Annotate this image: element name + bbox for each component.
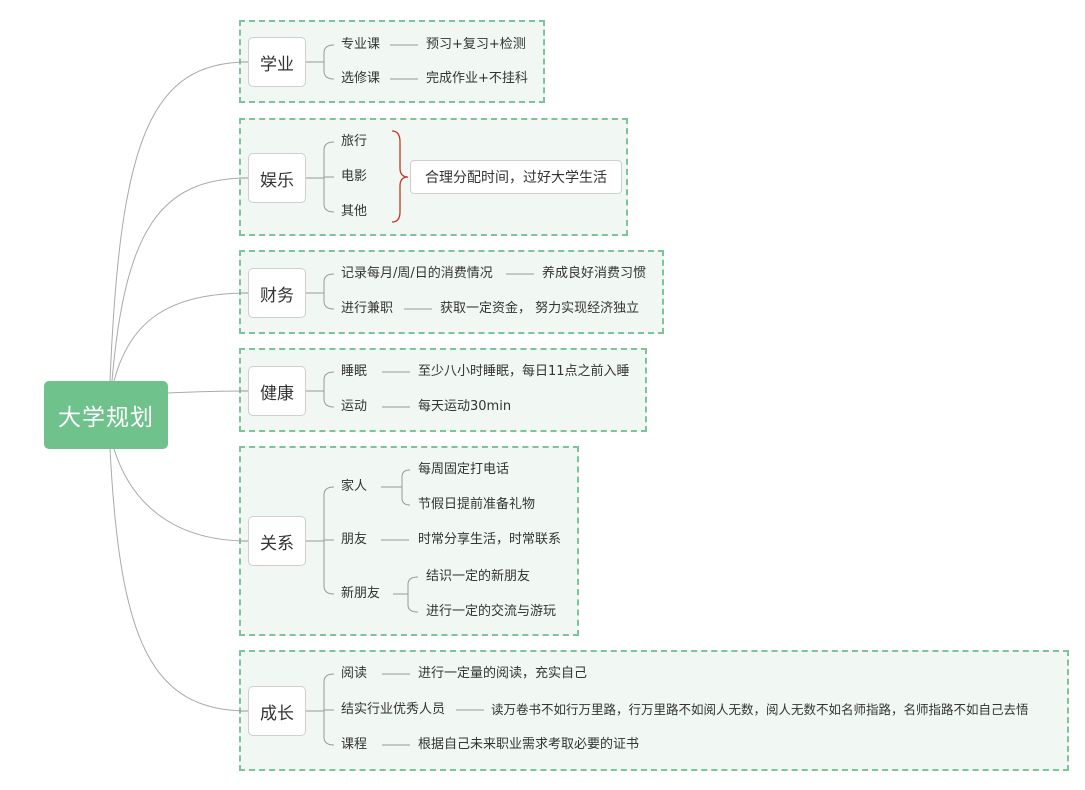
- topic-relations[interactable]: 关系: [248, 516, 306, 566]
- topic-fun[interactable]: 娱乐: [248, 153, 306, 203]
- relations-friends-detail[interactable]: 时常分享生活，时常联系: [418, 532, 562, 547]
- group-health: [239, 348, 647, 432]
- health-item-label[interactable]: 睡眠: [341, 364, 368, 379]
- money-item-detail[interactable]: 获取一定资金， 努力实现经济独立: [440, 301, 640, 316]
- relations-new-friends-detail[interactable]: 结识一定的新朋友: [426, 569, 531, 584]
- group-growth: [239, 650, 1069, 771]
- study-item-label[interactable]: 专业课: [341, 37, 381, 52]
- relations-new-friends-label[interactable]: 新朋友: [341, 586, 381, 601]
- money-item-label[interactable]: 记录每月/周/日的消费情况: [341, 266, 493, 281]
- growth-item-label[interactable]: 结实行业优秀人员: [341, 702, 446, 717]
- topic-money[interactable]: 财务: [248, 268, 306, 318]
- fun-summary[interactable]: 合理分配时间，过好大学生活: [410, 160, 622, 194]
- study-item-label[interactable]: 选修课: [341, 71, 381, 86]
- health-item-label[interactable]: 运动: [341, 399, 368, 414]
- relations-family-detail[interactable]: 节假日提前准备礼物: [418, 497, 536, 512]
- growth-item-label[interactable]: 阅读: [341, 666, 368, 681]
- relations-new-friends-detail[interactable]: 进行一定的交流与游玩: [426, 604, 557, 619]
- money-item-detail[interactable]: 养成良好消费习惯: [542, 266, 647, 281]
- study-item-detail[interactable]: 预习+复习+检测: [426, 37, 526, 52]
- growth-item-detail[interactable]: 进行一定量的阅读，充实自己: [418, 666, 588, 681]
- relations-friends-label[interactable]: 朋友: [341, 532, 368, 547]
- root-topic[interactable]: 大学规划: [44, 381, 168, 449]
- topic-growth[interactable]: 成长: [248, 686, 306, 736]
- health-item-detail[interactable]: 每天运动30min: [418, 399, 512, 414]
- growth-item-detail[interactable]: 读万卷书不如行万里路，行万里路不如阅人无数，阅人无数不如名师指路，名师指路不如自…: [491, 702, 1029, 717]
- group-money: [239, 250, 664, 334]
- money-item-label[interactable]: 进行兼职: [341, 301, 394, 316]
- fun-item-label[interactable]: 电影: [341, 169, 368, 184]
- relations-family-label[interactable]: 家人: [341, 479, 368, 494]
- fun-item-label[interactable]: 其他: [341, 204, 368, 219]
- topic-health[interactable]: 健康: [248, 366, 306, 416]
- fun-item-label[interactable]: 旅行: [341, 134, 368, 149]
- topic-study[interactable]: 学业: [248, 37, 306, 87]
- growth-item-detail[interactable]: 根据自己未来职业需求考取必要的证书: [418, 737, 640, 752]
- health-item-detail[interactable]: 至少八小时睡眠，每日11点之前入睡: [418, 364, 630, 379]
- study-item-detail[interactable]: 完成作业+不挂科: [426, 71, 528, 86]
- relations-family-detail[interactable]: 每周固定打电话: [418, 462, 510, 477]
- growth-item-label[interactable]: 课程: [341, 737, 368, 752]
